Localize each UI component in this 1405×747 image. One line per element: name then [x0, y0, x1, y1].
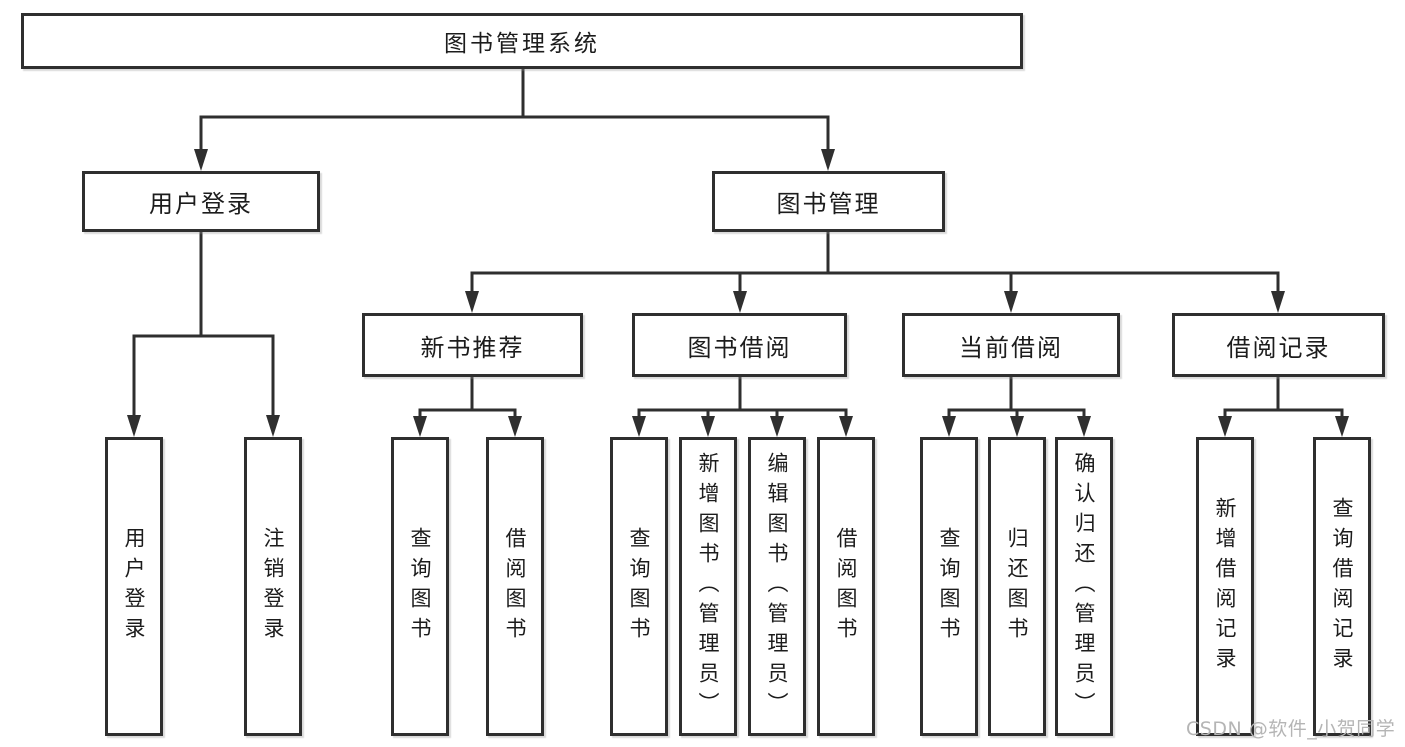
node-new-book-recommend: 新书推荐: [362, 313, 583, 377]
leaf-add-borrow-record: 新增借阅记录: [1196, 437, 1254, 736]
node-book-borrow: 图书借阅: [632, 313, 847, 377]
leaf-query-borrow-record: 查询借阅记录: [1313, 437, 1371, 736]
leaf-query-books-current: 查询图书: [920, 437, 978, 736]
node-user-login: 用户登录: [82, 171, 320, 232]
node-library-management-system: 图书管理系统: [21, 13, 1023, 69]
leaf-borrow-books: 借阅图书: [817, 437, 875, 736]
node-book-management: 图书管理: [712, 171, 945, 232]
leaf-confirm-return-admin: 确认归还（管理员）: [1055, 437, 1113, 736]
leaf-borrow-books-recommend: 借阅图书: [486, 437, 544, 736]
leaf-logout: 注销登录: [244, 437, 302, 736]
leaf-return-books: 归还图书: [988, 437, 1046, 736]
node-borrow-records: 借阅记录: [1172, 313, 1385, 377]
leaf-query-books: 查询图书: [610, 437, 668, 736]
leaf-user-login: 用户登录: [105, 437, 163, 736]
leaf-add-books-admin: 新增图书（管理员）: [679, 437, 737, 736]
leaf-query-books-recommend: 查询图书: [391, 437, 449, 736]
node-current-borrow: 当前借阅: [902, 313, 1120, 377]
leaf-edit-books-admin: 编辑图书（管理员）: [748, 437, 806, 736]
csdn-watermark: CSDN @软件_小贺同学: [1186, 718, 1396, 740]
